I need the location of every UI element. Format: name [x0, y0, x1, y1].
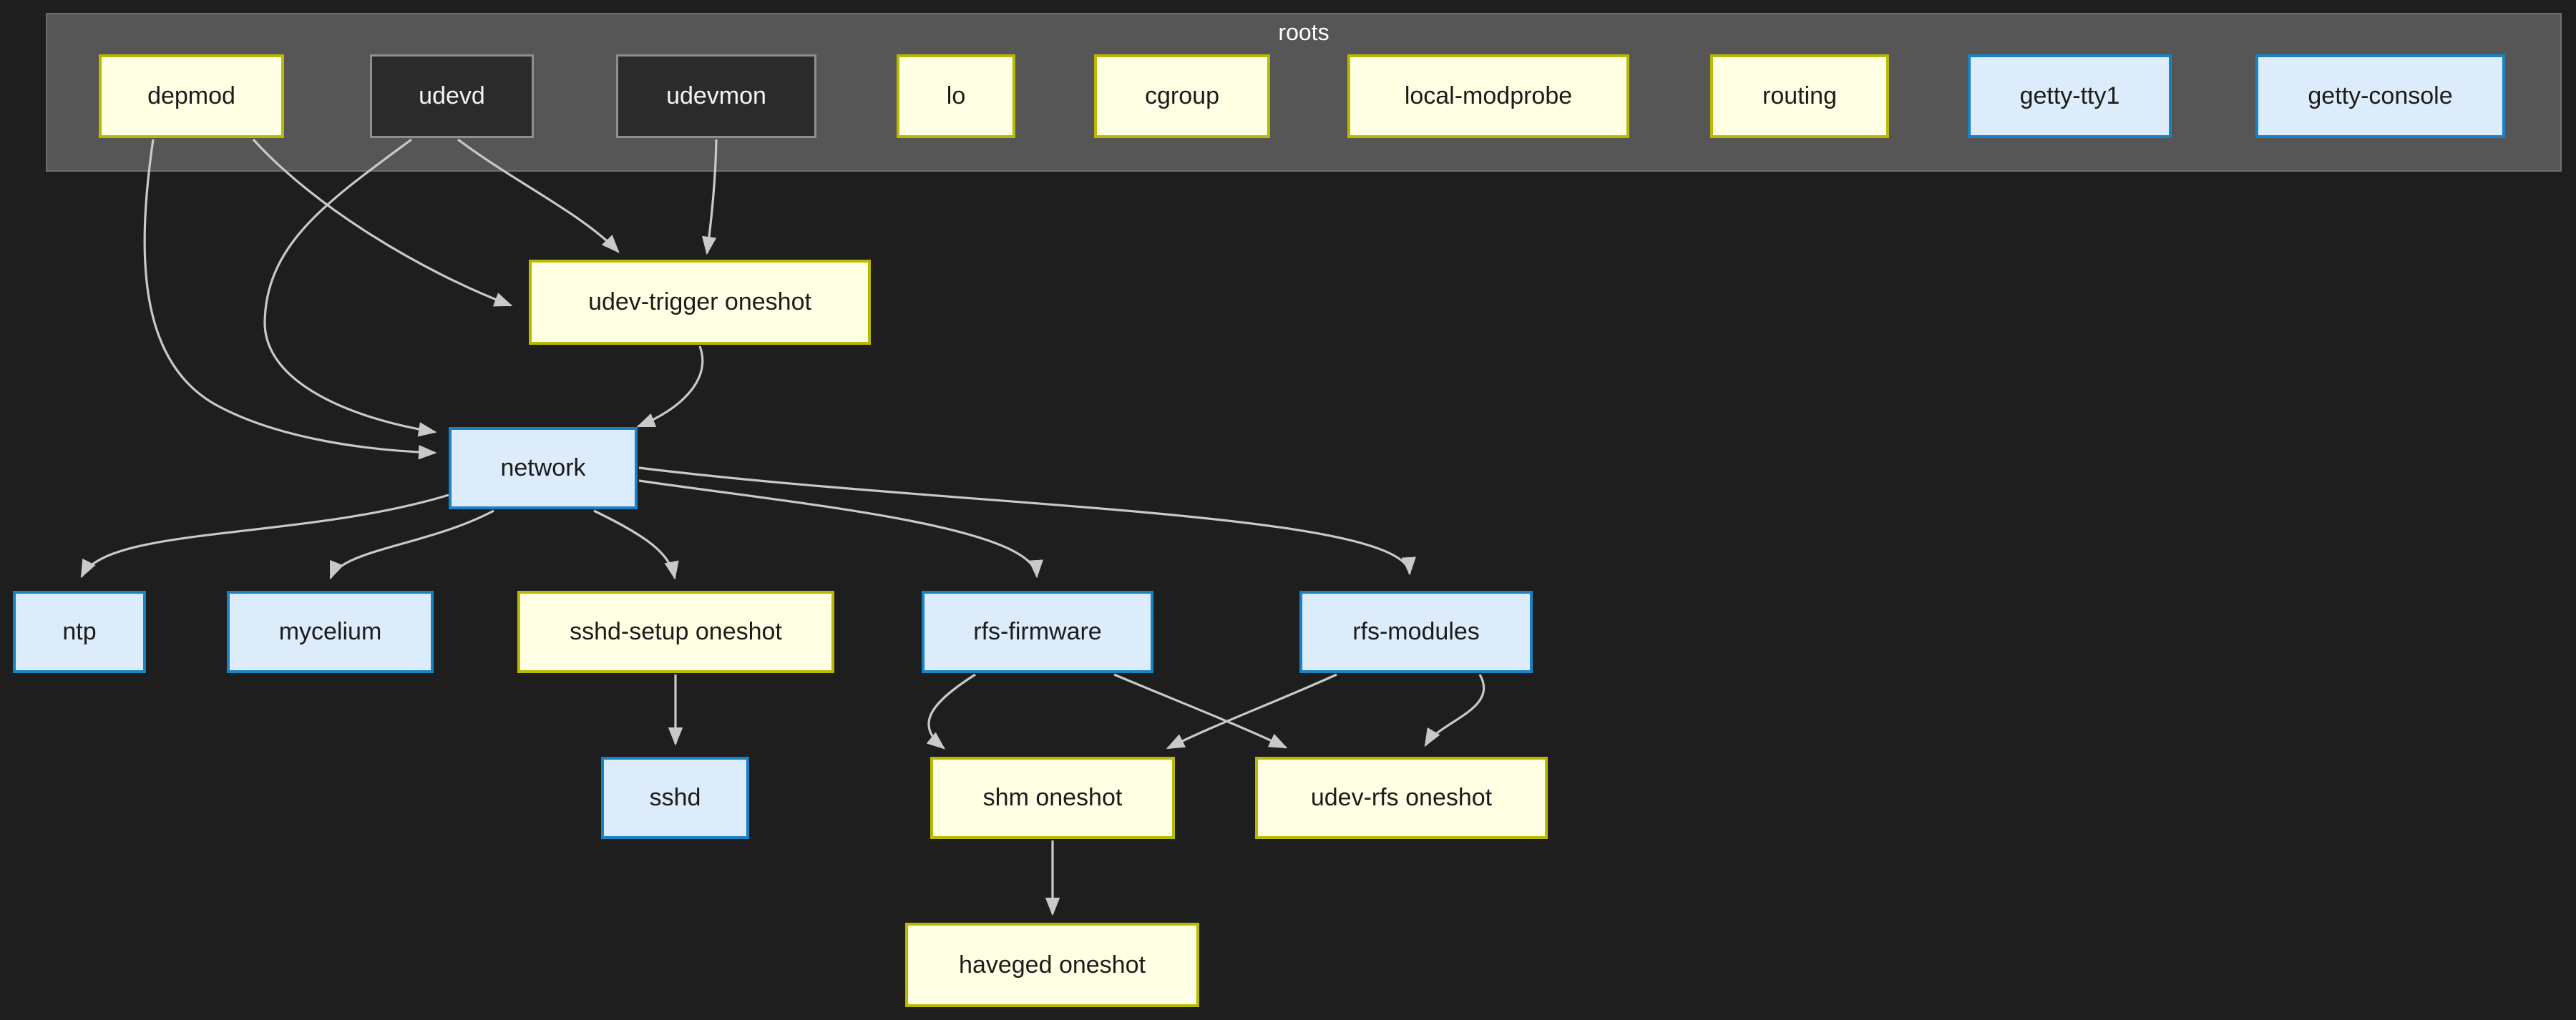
- node-shm: shm oneshot: [930, 757, 1175, 839]
- node-lo: lo: [897, 54, 1015, 138]
- edge-rfs-modules-udev-rfs: [1424, 674, 1485, 747]
- node-rfs-modules: rfs-modules: [1299, 591, 1533, 673]
- node-depmod: depmod: [99, 54, 284, 138]
- node-getty-tty1: getty-tty1: [1968, 54, 2172, 138]
- node-rfs-firmware: rfs-firmware: [922, 591, 1153, 673]
- node-udevmon: udevmon: [616, 54, 816, 138]
- edge-udevd-udev-trigger: [457, 138, 620, 253]
- node-getty-console: getty-console: [2255, 54, 2505, 138]
- node-cgroup: cgroup: [1094, 54, 1270, 138]
- node-local-modprobe: local-modprobe: [1347, 54, 1629, 138]
- node-network: network: [449, 427, 638, 509]
- node-haveged: haveged oneshot: [905, 923, 1199, 1007]
- node-udevd: udevd: [370, 54, 534, 138]
- edge-udevd-network: [263, 138, 437, 437]
- edge-network-sshd-setup: [593, 509, 679, 580]
- node-udev-rfs: udev-rfs oneshot: [1255, 757, 1548, 839]
- node-sshd: sshd: [601, 757, 749, 839]
- edge-depmod-network: [143, 139, 437, 460]
- node-routing: routing: [1710, 54, 1889, 138]
- edge-network-mycelium: [329, 509, 494, 580]
- edge-udevmon-udev-trigger: [701, 139, 718, 255]
- edge-rfs-modules-shm: [1166, 673, 1337, 750]
- edge-network-rfs-modules: [638, 466, 1416, 576]
- edge-network-ntp: [80, 494, 449, 579]
- edge-depmod-udev-trigger: [252, 138, 513, 307]
- edge-udev-trigger-network: [636, 345, 704, 428]
- edge-rfs-firmware-udev-rfs: [1113, 673, 1288, 749]
- node-ntp: ntp: [13, 591, 146, 673]
- edge-rfs-firmware-shm: [926, 673, 976, 750]
- edge-network-rfs-firmware: [638, 479, 1043, 579]
- cluster-roots-label: roots: [1278, 19, 1330, 45]
- node-mycelium: mycelium: [227, 591, 434, 673]
- node-sshd-setup: sshd-setup oneshot: [517, 591, 834, 673]
- node-udev-trigger: udev-trigger oneshot: [529, 260, 871, 345]
